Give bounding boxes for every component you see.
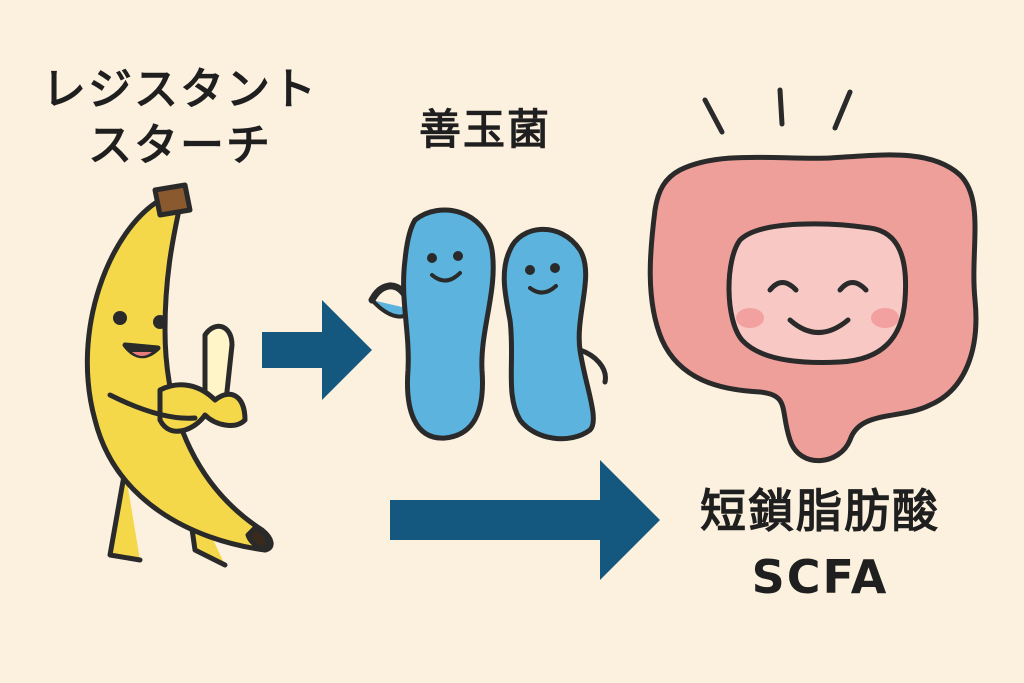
- scfa-en-label: SCFA: [751, 550, 889, 604]
- arrow-right-icon: [262, 300, 372, 400]
- good-bacteria-label: 善玉菌: [418, 105, 551, 154]
- resistant-starch-line2: スターチ: [88, 120, 272, 171]
- scfa-jp-label: 短鎖脂肪酸: [700, 484, 940, 538]
- scfa-label: 短鎖脂肪酸 SCFA: [660, 478, 980, 610]
- banana-character: [84, 182, 274, 568]
- resistant-starch-line1: レジスタント: [42, 64, 318, 115]
- bacteria-character: [501, 226, 608, 442]
- intestine-character: [647, 87, 979, 464]
- resistant-starch-label: レジスタント スターチ: [30, 62, 330, 174]
- bacteria-character: [368, 207, 496, 441]
- arrow-right-icon: [390, 460, 660, 580]
